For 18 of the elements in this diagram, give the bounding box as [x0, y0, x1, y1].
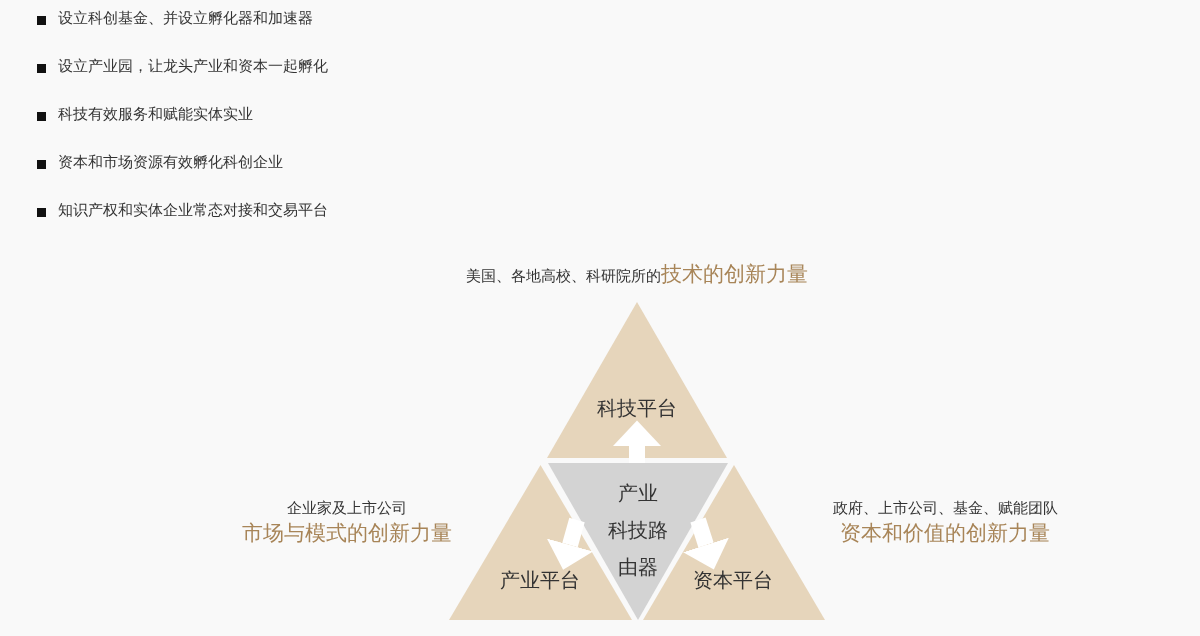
block-arrow	[683, 517, 729, 570]
bullet-text: 设立产业园，让龙头产业和资本一起孵化	[58, 57, 328, 76]
source-text: 美国、各地高校、科研院所的	[466, 267, 661, 285]
block-arrow	[546, 517, 594, 570]
force-heading: 技术的创新力量	[661, 262, 808, 286]
bullet-text: 资本和市场资源有效孵化科创企业	[58, 153, 283, 172]
platform-label: 资本平台	[693, 567, 773, 594]
source-text: 政府、上市公司、基金、赋能团队	[832, 499, 1058, 518]
block-arrow	[613, 420, 661, 463]
force-heading: 市场与模式的创新力量	[242, 520, 452, 547]
bullet-text: 设立科创基金、并设立孵化器和加速器	[58, 9, 313, 28]
source-text: 企业家及上市公司	[287, 499, 407, 518]
platform-label: 产业平台	[500, 567, 580, 594]
platform-label: 产业科技路由器	[608, 480, 668, 581]
bullet-text: 知识产权和实体企业常态对接和交易平台	[58, 201, 328, 220]
bullet-text: 科技有效服务和赋能实体实业	[58, 105, 253, 124]
force-heading: 资本和价值的创新力量	[840, 520, 1050, 547]
platform-label: 科技平台	[597, 395, 677, 422]
